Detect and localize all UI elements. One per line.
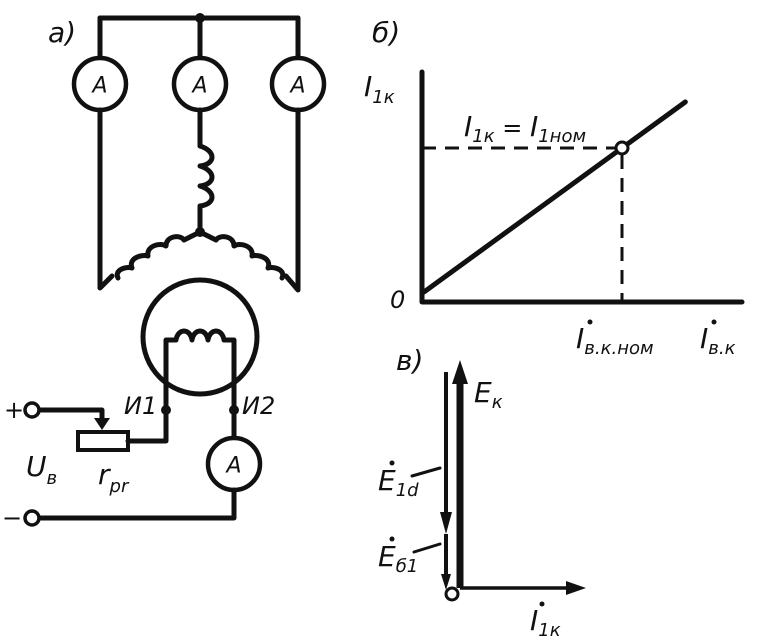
x-nominal-dot-icon [587, 319, 593, 325]
ammeter-right-label: A [288, 74, 305, 99]
stator-circuit: A A A [71, 13, 327, 293]
i1k-dot-icon [539, 601, 545, 607]
ek-label: Eк [474, 376, 503, 413]
es1-dot-icon [389, 536, 395, 542]
plus-label: + [4, 396, 24, 424]
panel-label-c: в) [396, 344, 423, 377]
characteristic-line [421, 99, 688, 295]
nominal-point [614, 140, 630, 156]
rheostat-arrow-icon [94, 418, 110, 430]
chart-axes [419, 69, 745, 305]
node-i1 [161, 405, 171, 415]
panel-label-a: а) [48, 16, 76, 49]
chart-marks [421, 99, 688, 302]
i2-label: И2 [242, 392, 275, 420]
e1d-dot-icon [389, 460, 395, 466]
ammeter-middle-label: A [190, 74, 207, 99]
minus-label: − [2, 504, 22, 532]
i1-label: И1 [124, 392, 157, 420]
phasor-origin [444, 586, 460, 602]
wire-rheostat-to-i1 [125, 407, 169, 444]
phasor-i1k-arrow-icon [566, 581, 586, 595]
field-winding [163, 328, 237, 413]
terminal-plus [23, 401, 41, 419]
stator-coil-vertical [197, 143, 215, 231]
phasor-diagram: Eк E1d Eб1 I1к [378, 319, 717, 641]
ammeter-excitation-label: A [224, 454, 241, 479]
e1d-label: E1d [378, 464, 419, 501]
x-axis-label: Iв.к [700, 322, 736, 359]
ammeter-left-label: A [90, 74, 107, 99]
nominal-equation-label: I1к = I1ном [464, 110, 586, 147]
ammeter-right: A [269, 55, 327, 113]
wire-plus [37, 407, 105, 427]
uv-label: Uв [26, 450, 57, 489]
stator-coil-right [197, 229, 286, 281]
es1-label: Eб1 [378, 540, 418, 577]
wire-minus [37, 487, 237, 521]
origin-label: 0 [390, 286, 405, 314]
rotor [140, 277, 260, 413]
rheostat-resistor [76, 430, 130, 452]
ammeter-excitation: A [205, 435, 263, 493]
short-circuit-characteristic-chart: I1к 0 Iв.к Iв.к.ном I1к = I1ном [364, 69, 745, 359]
rotor-circle [140, 277, 260, 397]
phasor-ek-arrow-icon [452, 360, 468, 384]
terminal-minus [23, 509, 41, 527]
wire-left-down [97, 107, 115, 291]
phasor-e1d-arrow-icon [440, 512, 452, 534]
panel-label-b: б) [372, 16, 400, 49]
y-axis-label: I1к [364, 70, 395, 108]
phasor-es1-arrow-icon [441, 574, 451, 590]
x-nominal-label: Iв.к.ном [576, 322, 654, 359]
excitation-circuit: + A − Uв rpr И1 И2 [2, 392, 275, 532]
stator-coil-left [114, 229, 203, 281]
es1-leader [412, 542, 442, 554]
i1k-label: I1к [530, 604, 561, 641]
ammeter-left: A [71, 55, 129, 113]
ammeter-middle: A [171, 55, 229, 113]
e1d-leader [410, 466, 442, 478]
x-axis-dot-icon [711, 319, 717, 325]
wire-right-down [283, 107, 301, 293]
rpr-label: rpr [98, 458, 130, 497]
